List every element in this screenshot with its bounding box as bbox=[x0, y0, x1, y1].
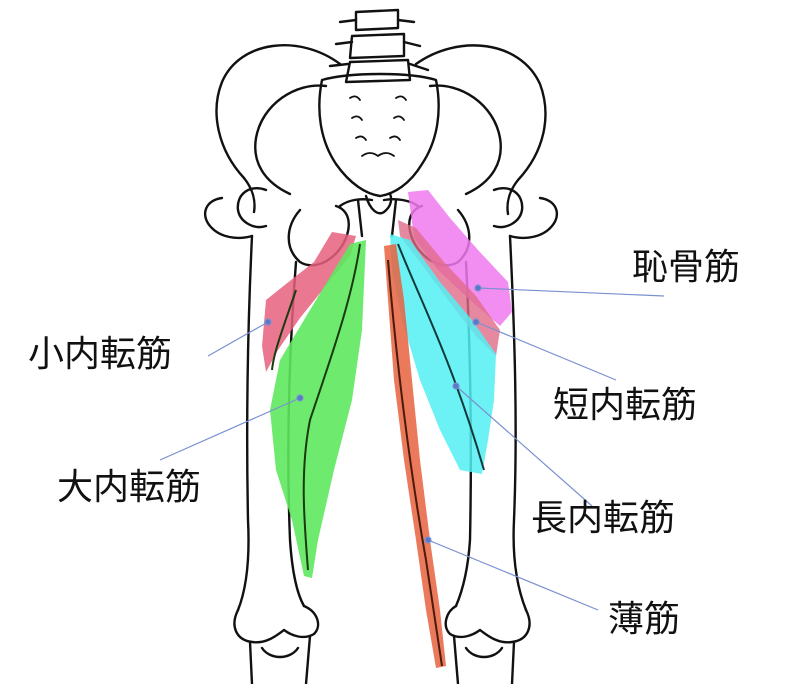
left-femur-head bbox=[236, 187, 268, 229]
right-knee bbox=[444, 604, 531, 644]
gracilis-muscle bbox=[384, 244, 446, 668]
leader-line-longus bbox=[455, 385, 593, 507]
pubic-symphysis bbox=[356, 198, 398, 238]
leader-line-pectineus bbox=[477, 287, 665, 297]
label-adductor-longus: 長内転筋 bbox=[531, 498, 676, 539]
lumbar-vertebrae bbox=[328, 8, 430, 84]
right-greater-trochanter bbox=[508, 196, 559, 240]
leader-line-magnus bbox=[159, 397, 301, 461]
left-greater-trochanter bbox=[203, 196, 254, 240]
right-femur-head bbox=[492, 187, 524, 229]
leader-line-gracilis bbox=[427, 539, 599, 611]
label-adductor-brevis: 短内転筋 bbox=[553, 385, 698, 426]
left-knee bbox=[233, 604, 320, 644]
adductor-longus-muscle bbox=[390, 234, 496, 474]
pectineus-muscle bbox=[408, 190, 512, 326]
leader-line-minimus bbox=[207, 321, 269, 357]
label-adductor-magnus: 大内転筋 bbox=[57, 467, 202, 508]
leader-line-brevis bbox=[475, 321, 617, 381]
adductor-magnus-outline bbox=[271, 243, 361, 571]
muscles bbox=[262, 190, 512, 668]
right-iliac-inner bbox=[428, 84, 502, 196]
adductor-minimus-muscle bbox=[262, 232, 356, 372]
sacrum bbox=[318, 72, 440, 198]
leader-lines bbox=[159, 284, 665, 611]
label-pectineus: 恥骨筋 bbox=[632, 247, 741, 288]
left-iliac-inner bbox=[254, 84, 328, 196]
sacral-foramina bbox=[349, 95, 407, 157]
label-adductor-minimus: 小内転筋 bbox=[28, 334, 173, 375]
skeleton bbox=[203, 8, 559, 686]
label-gracilis: 薄筋 bbox=[608, 599, 681, 640]
